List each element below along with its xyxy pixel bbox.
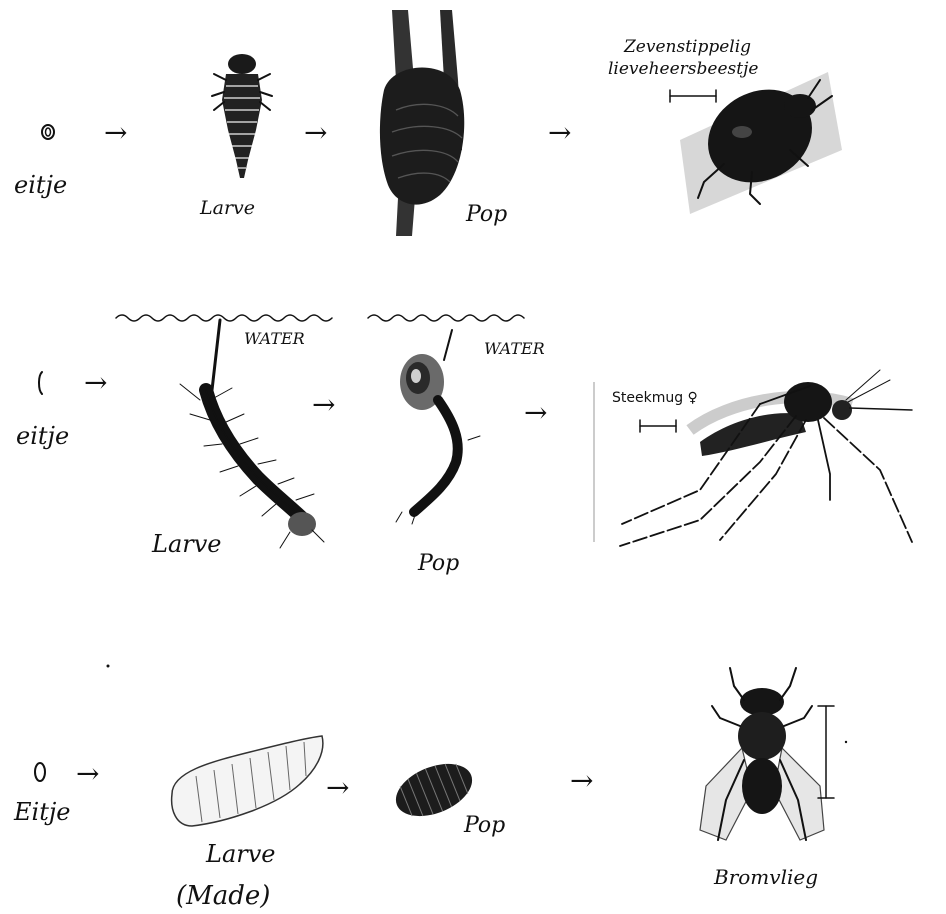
egg-label: Eitje (13, 798, 70, 826)
dot-mark (107, 665, 110, 668)
ladybird-icon (680, 72, 842, 214)
egg-label: eitje (16, 422, 69, 450)
arrow: → (84, 366, 107, 399)
arrow: → (304, 116, 327, 149)
larva-sublabel: (Made) (176, 881, 270, 911)
scale-bar (818, 706, 834, 798)
row-mosquito: eitje → WATER Larve → WATER (16, 315, 912, 576)
ladybird-larva-icon (212, 54, 272, 178)
arrow: → (104, 116, 127, 149)
arrow: → (570, 764, 593, 797)
scale-bar (670, 90, 716, 102)
adult-label: Steekmug ♀ (612, 390, 698, 406)
maggot-icon (172, 736, 323, 826)
egg-icon (39, 372, 42, 394)
arrow: → (548, 116, 571, 149)
ladybird-pupa-icon (380, 10, 464, 236)
mosquito-pupa-icon (396, 330, 480, 524)
water-surface (368, 315, 524, 321)
pupa-label: Pop (417, 551, 459, 576)
egg-icon (42, 125, 54, 139)
larva-label: Larve (151, 530, 221, 558)
arrow: → (76, 757, 99, 790)
egg-icon (35, 763, 45, 781)
adult-label-line1: Zevenstippelig (623, 37, 751, 57)
adult-label: Bromvlieg (713, 865, 818, 889)
water-label: WATER (484, 339, 545, 358)
row-ladybird: eitje → Larve → (14, 10, 842, 236)
arrow: → (312, 388, 335, 421)
water-surface (116, 315, 332, 321)
larva-label: Larve (199, 197, 255, 219)
scale-bar (640, 420, 676, 432)
adult-label-line2: lieveheersbeestje (608, 59, 758, 79)
water-label: WATER (244, 329, 305, 348)
larva-label: Larve (205, 840, 275, 868)
mosquito-larva-icon (180, 320, 324, 548)
egg-label: eitje (14, 171, 67, 199)
blowfly-icon (700, 668, 847, 840)
pupa-label: Pop (465, 202, 507, 227)
arrow: → (326, 771, 349, 804)
row-blowfly: Eitje → Larve (Made) → Pop → (13, 665, 847, 912)
arrow: → (524, 396, 547, 429)
pupa-label: Pop (463, 813, 505, 838)
